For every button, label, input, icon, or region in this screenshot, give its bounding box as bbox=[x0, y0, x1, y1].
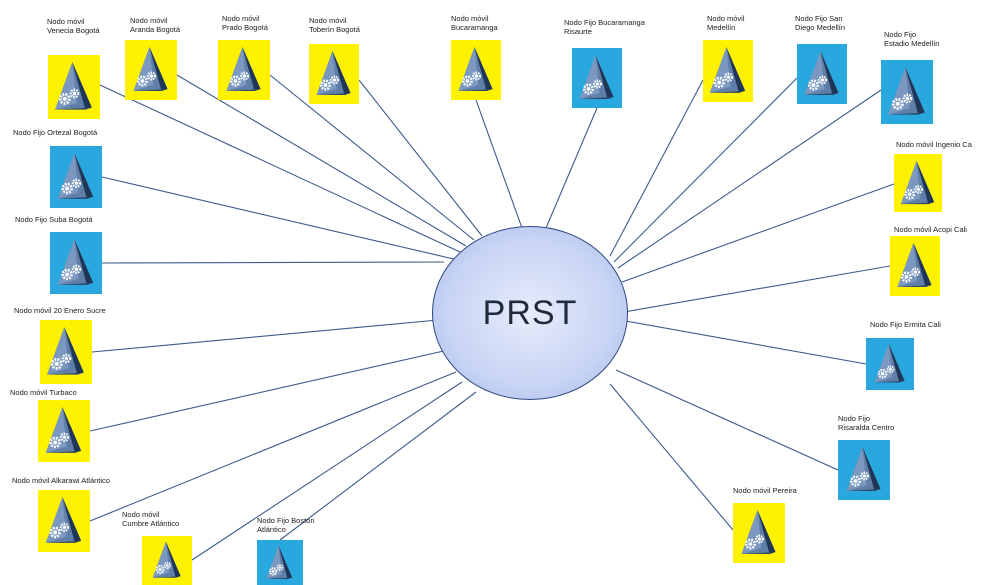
fixed-node-icon bbox=[881, 60, 933, 124]
link-sucre bbox=[91, 319, 439, 353]
fixed-node-icon bbox=[797, 44, 847, 104]
gear-network-icon bbox=[458, 47, 492, 91]
mobile-node-icon bbox=[38, 400, 90, 462]
link-toberin bbox=[358, 79, 483, 237]
gear-network-icon bbox=[897, 243, 931, 287]
node-label: Nodo Fijo Boston Atlántico bbox=[257, 516, 315, 534]
fixed-node-icon bbox=[838, 440, 890, 500]
link-aranda bbox=[176, 74, 467, 247]
node-label: Nodo Fijo Risaralda Centro bbox=[838, 414, 895, 432]
node-label: Nodo móvil Venecia Bogotá bbox=[47, 17, 100, 35]
mobile-node-icon bbox=[733, 503, 785, 563]
link-sandiego bbox=[613, 77, 798, 263]
link-acopi bbox=[623, 265, 891, 313]
link-prado bbox=[269, 74, 475, 241]
node-label: Nodo móvil Pereira bbox=[733, 486, 797, 495]
gear-network-icon bbox=[709, 47, 745, 93]
prst-hub: PRST bbox=[432, 226, 628, 400]
gear-network-icon bbox=[887, 67, 925, 115]
fixed-node-icon bbox=[866, 338, 914, 390]
gear-network-icon bbox=[46, 327, 84, 375]
link-venecia bbox=[99, 84, 461, 253]
link-bucaramanga-fijo bbox=[545, 107, 598, 229]
fixed-node-icon bbox=[257, 540, 303, 585]
link-ermita bbox=[619, 319, 867, 365]
gear-network-icon bbox=[874, 343, 905, 383]
link-medellin bbox=[609, 79, 704, 257]
node-label: Nodo móvil Medellín bbox=[707, 14, 745, 32]
mobile-node-icon bbox=[125, 40, 177, 100]
node-label: Nodo Fijo Ermita Cali bbox=[870, 320, 941, 329]
link-bucaramanga bbox=[475, 99, 523, 229]
mobile-node-icon bbox=[451, 40, 501, 100]
gear-network-icon bbox=[45, 407, 81, 453]
mobile-node-icon bbox=[309, 44, 359, 104]
mobile-node-icon bbox=[48, 55, 100, 119]
link-risaralda bbox=[615, 369, 839, 471]
node-label: Nodo móvil Ingenio Ca bbox=[896, 140, 972, 149]
mobile-node-icon bbox=[38, 490, 90, 552]
node-label: Nodo móvil Cumbre Atlántico bbox=[122, 510, 180, 528]
link-turbaco bbox=[89, 349, 449, 432]
gear-network-icon bbox=[57, 239, 93, 285]
gear-network-icon bbox=[804, 51, 838, 95]
mobile-node-icon bbox=[142, 536, 192, 585]
node-label: Nodo móvil Toberín Bogotá bbox=[309, 16, 360, 34]
node-label: Nodo Fijo Ortezal Bogotá bbox=[13, 128, 98, 137]
gear-network-icon bbox=[846, 447, 880, 491]
node-label: Nodo móvil Prado Bogotá bbox=[222, 14, 268, 32]
node-label: Nodo móvil Alkarawi Atlántico bbox=[12, 476, 110, 485]
link-suba bbox=[101, 261, 445, 264]
gear-network-icon bbox=[266, 545, 293, 579]
node-label: Nodo móvil Bucaramanga bbox=[451, 14, 498, 32]
gear-network-icon bbox=[741, 510, 775, 554]
fixed-node-icon bbox=[50, 146, 102, 208]
node-label: Nodo móvil Aranda Bogotá bbox=[130, 16, 181, 34]
node-label: Nodo móvil Turbaco bbox=[10, 388, 77, 397]
mobile-node-icon bbox=[40, 320, 92, 384]
gear-network-icon bbox=[900, 160, 934, 204]
gear-network-icon bbox=[152, 541, 181, 578]
gear-network-icon bbox=[45, 497, 81, 543]
link-ingenio bbox=[621, 183, 895, 283]
node-label: Nodo Fijo Estadio Medellín bbox=[884, 30, 940, 48]
gear-network-icon bbox=[316, 51, 350, 95]
node-label: Nodo Fijo Bucaramanga Risaurte bbox=[564, 18, 645, 36]
gear-network-icon bbox=[133, 47, 167, 91]
gear-network-icon bbox=[579, 55, 613, 99]
node-label: Nodo Fijo San Diego Medellín bbox=[795, 14, 846, 32]
link-cumbre bbox=[191, 381, 463, 561]
mobile-node-icon bbox=[703, 40, 753, 102]
node-label: Nodo móvil Acopi Cali bbox=[894, 225, 967, 234]
link-boston bbox=[279, 391, 477, 541]
link-estadio bbox=[617, 89, 882, 269]
node-label: Nodo móvil 20 Enero Sucre bbox=[14, 306, 106, 315]
prst-hub-label: PRST bbox=[482, 293, 578, 332]
mobile-node-icon bbox=[218, 40, 270, 100]
link-ortezal bbox=[101, 176, 459, 261]
link-pereira bbox=[609, 383, 734, 531]
gear-network-icon bbox=[57, 153, 93, 199]
node-label: Nodo Fijo Suba Bogotá bbox=[15, 215, 93, 224]
link-alkarawi bbox=[89, 371, 457, 522]
fixed-node-icon bbox=[572, 48, 622, 108]
fixed-node-icon bbox=[50, 232, 102, 294]
gear-network-icon bbox=[54, 62, 92, 110]
mobile-node-icon bbox=[894, 154, 942, 212]
gear-network-icon bbox=[226, 47, 260, 91]
mobile-node-icon bbox=[890, 236, 940, 296]
